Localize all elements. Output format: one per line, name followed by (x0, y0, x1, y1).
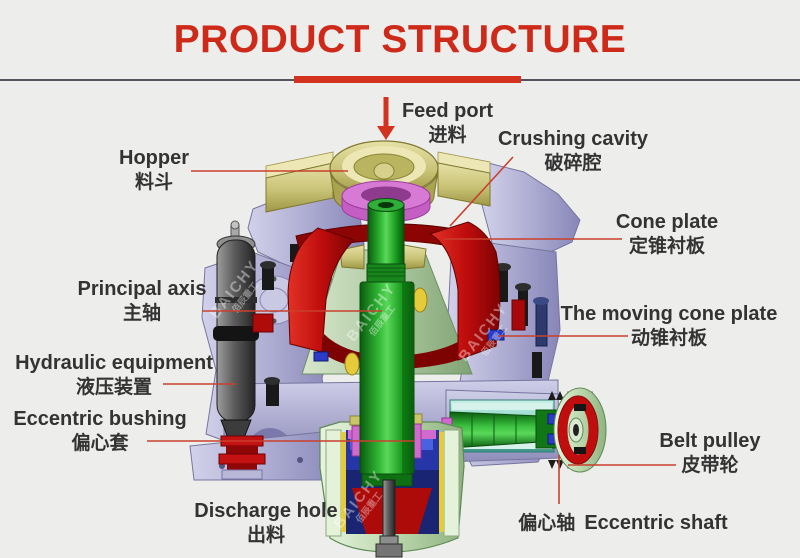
belt-pulley-zh: 皮带轮 (681, 455, 739, 476)
feed-port-en: Feed port (401, 100, 494, 122)
feed-arrow-icon (377, 97, 395, 140)
label-hopper: Hopper 料斗 (94, 146, 214, 196)
label-discharge-hole: Discharge hole 出料 (184, 499, 348, 549)
discharge-hole-en: Discharge hole (194, 500, 338, 522)
label-feed-port: Feed port 进料 (385, 99, 510, 149)
cone-plate-en: Cone plate (615, 211, 719, 233)
hydraulic-equipment-en: Hydraulic equipment (15, 352, 213, 374)
label-belt-pulley: Belt pulley 皮带轮 (634, 429, 786, 479)
label-principal-axis: Principal axis 主轴 (62, 277, 222, 327)
hopper-en: Hopper (119, 147, 189, 169)
hydraulic-equipment-zh: 液压装置 (75, 377, 152, 398)
moving-cone-plate-zh: 动锥衬板 (630, 328, 707, 349)
label-moving-cone-plate: The moving cone plate 动锥衬板 (560, 302, 778, 352)
eccentric-bushing-en: Eccentric bushing (13, 408, 187, 430)
discharge-hole-zh: 出料 (246, 525, 285, 546)
leader-lines (147, 156, 676, 504)
eccentric-shaft-en: Eccentric shaft (584, 512, 728, 534)
principal-axis-zh: 主轴 (122, 303, 161, 324)
hopper-part (265, 140, 491, 223)
label-hydraulic-equipment: Hydraulic equipment 液压装置 (8, 351, 220, 401)
cone-plate-zh: 定锥衬板 (628, 236, 705, 257)
crushing-cavity-zh: 破碎腔 (544, 153, 602, 174)
label-cone-plate: Cone plate 定锥衬板 (588, 210, 746, 260)
label-crushing-cavity: Crushing cavity 破碎腔 (494, 127, 652, 177)
crushing-cavity-en: Crushing cavity (497, 128, 649, 150)
label-eccentric-shaft: 偏心轴 Eccentric shaft (508, 511, 738, 537)
crushing-cavity-leader-line (449, 156, 514, 227)
main-shaft-part (359, 198, 415, 558)
feed-port-zh: 进料 (428, 125, 467, 146)
label-eccentric-bushing: Eccentric bushing 偏心套 (8, 407, 192, 457)
belt-pulley-part (548, 387, 607, 473)
principal-axis-en: Principal axis (77, 278, 207, 300)
hopper-zh: 料斗 (134, 172, 173, 193)
eccentric-shaft-zh: 偏心轴 (518, 513, 576, 534)
title-divider-accent (294, 76, 521, 83)
page-title: PRODUCT STRUCTURE (173, 18, 627, 61)
moving-cone-plate-en: The moving cone plate (560, 303, 778, 325)
belt-pulley-en: Belt pulley (659, 430, 761, 452)
eccentric-bushing-zh: 偏心套 (71, 433, 129, 454)
